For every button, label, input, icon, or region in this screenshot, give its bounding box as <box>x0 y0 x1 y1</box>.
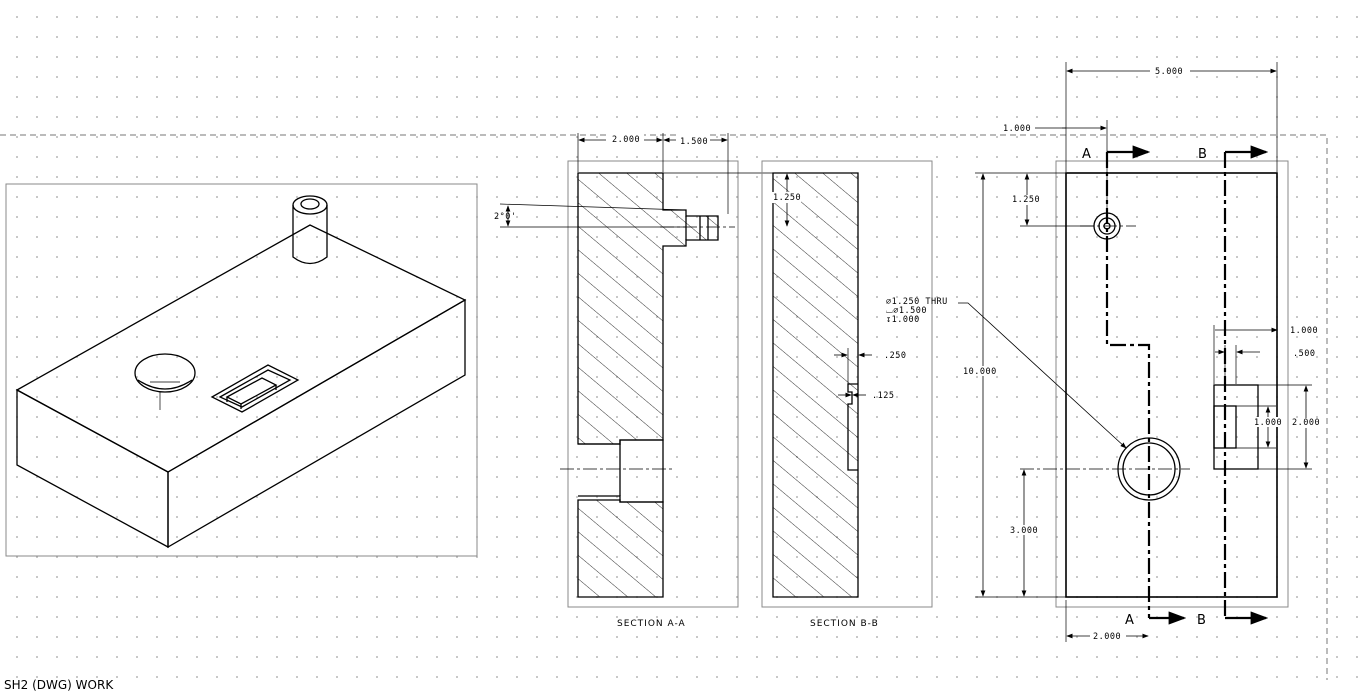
dim-pocket-inner-len: 1.000 <box>1254 418 1282 428</box>
isometric-frame <box>5 183 478 557</box>
front-view[interactable]: A B A B 5.000 1.000 10.000 1.250 3.000 2… <box>886 62 1326 642</box>
dim-pocket-len: 2.000 <box>1292 418 1320 428</box>
dim-hole-offset: 1.000 <box>1003 124 1031 134</box>
hole-callout-line-3: ↧1.000 <box>886 315 920 325</box>
dim-front-height: 10.000 <box>963 367 997 377</box>
dim-pocket-offset: 1.000 <box>1290 326 1318 336</box>
section-bb-title: SECTION B-B <box>810 619 879 629</box>
dim-pocket-inner: .500 <box>1293 349 1315 359</box>
sheet-border <box>0 134 1328 680</box>
section-bb-frame <box>761 160 933 608</box>
dim-bb-step: .125 <box>872 391 894 401</box>
hole-callout-line-1: ⌀1.250 THRU <box>886 297 948 307</box>
cut-label-a-top: A <box>1082 147 1091 162</box>
dim-boss-angle: 2°0' <box>494 212 516 222</box>
section-aa-title: SECTION A-A <box>617 619 686 629</box>
isometric-view[interactable] <box>5 183 478 557</box>
dim-top-width: 5.000 <box>1155 67 1183 77</box>
front-view-frame <box>1055 160 1289 608</box>
dim-aa-boss: 1.500 <box>680 137 708 147</box>
section-b-b-view[interactable]: 1.250 .250 .125 SECTION B-B <box>761 160 933 629</box>
status-bar-text: SH2 (DWG) WORK <box>4 678 114 692</box>
dim-front-boss-y: 1.250 <box>1012 195 1040 205</box>
cut-label-b-bottom: B <box>1197 613 1206 628</box>
dim-bb-pocket-depth: .250 <box>884 351 906 361</box>
cut-label-a-bottom: A <box>1125 613 1134 628</box>
cutting-plane-a <box>1105 152 1151 618</box>
dim-front-hole-y: 3.000 <box>1010 526 1038 536</box>
cut-label-b-top: B <box>1198 147 1207 162</box>
section-a-a-view[interactable]: 2.000 1.500 2°0' SECTION A-A <box>494 133 800 629</box>
dim-boss-height: 1.250 <box>773 193 801 203</box>
dim-front-hole-x: 2.000 <box>1093 632 1121 642</box>
section-aa-frame <box>567 160 739 608</box>
dim-aa-width: 2.000 <box>612 135 640 145</box>
hole-callout-line-2: ⌴⌀1.500 <box>886 306 927 316</box>
